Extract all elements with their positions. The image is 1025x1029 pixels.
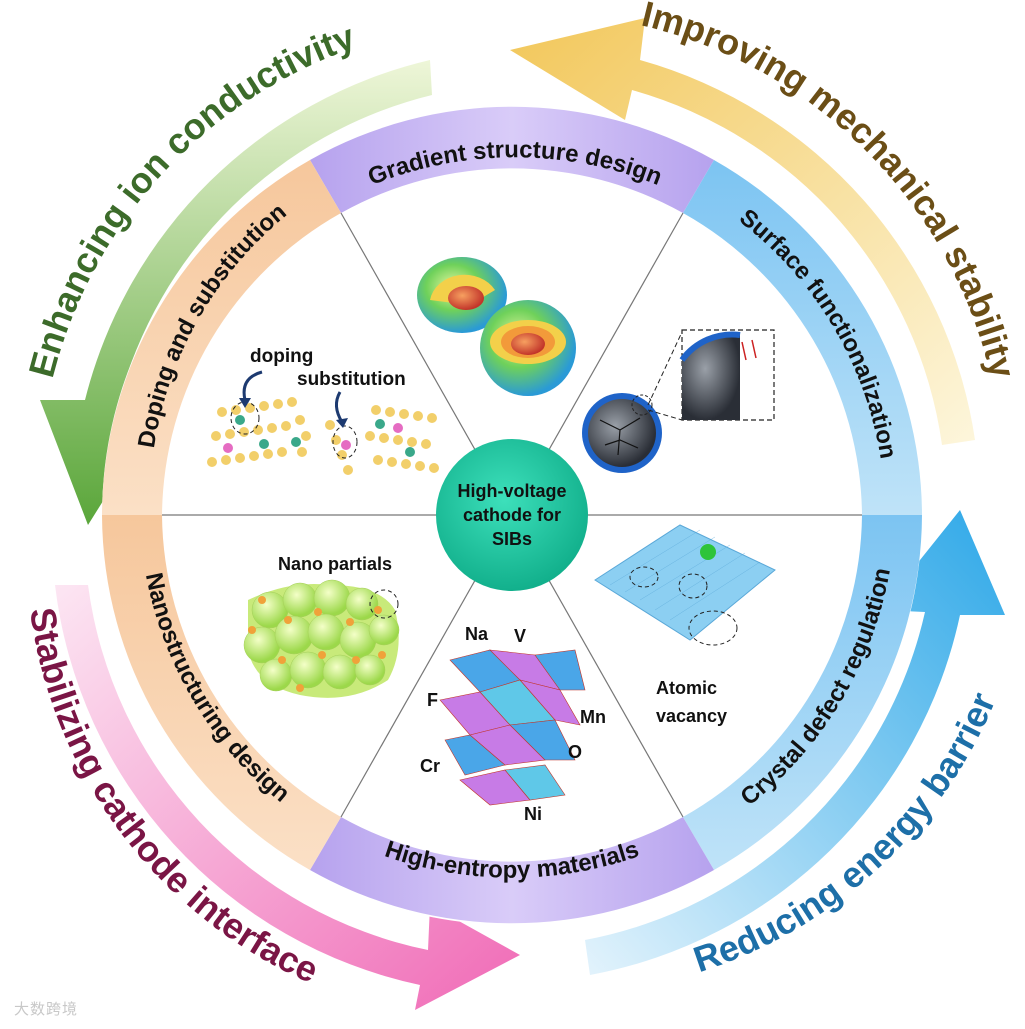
- segment-doping-band: [102, 160, 341, 515]
- element-o: O: [568, 742, 582, 762]
- element-labels: Na V F Mn O Cr Ni: [420, 624, 606, 824]
- segment-nano-band: [102, 515, 341, 870]
- segment-surface-band: [683, 160, 922, 515]
- doping-chains-illustration: [207, 370, 439, 475]
- element-cr: Cr: [420, 756, 440, 776]
- arrow-mechanical-stability: [510, 18, 975, 445]
- element-mn: Mn: [580, 707, 606, 727]
- element-v: V: [514, 626, 526, 646]
- element-na: Na: [465, 624, 489, 644]
- center-hub: High-voltage cathode for SIBs: [436, 439, 588, 591]
- segment-gradient-band: [310, 106, 714, 213]
- annotation-nano-partials: Nano partials: [278, 554, 392, 574]
- center-title-line3: SIBs: [492, 529, 532, 549]
- annotation-vacancy: vacancy: [656, 706, 727, 726]
- gradient-spheres-illustration: [417, 257, 576, 396]
- element-ni: Ni: [524, 804, 542, 824]
- annotation-substitution: substitution: [297, 369, 406, 390]
- defect-sheet-illustration: [594, 524, 776, 646]
- segment-entropy-band: [310, 817, 714, 924]
- arrow-cathode-interface: [55, 585, 520, 1010]
- element-f: F: [427, 690, 438, 710]
- watermark: 大数跨境: [14, 1000, 79, 1018]
- segment-defect-band: [683, 515, 922, 870]
- center-title-line2: cathode for: [463, 505, 561, 525]
- surface-coating-illustration: [582, 329, 775, 473]
- high-entropy-lattice-illustration: [439, 649, 586, 806]
- center-title-line1: High-voltage: [457, 481, 566, 501]
- arrow-energy-barrier: [585, 510, 1005, 975]
- annotation-atomic: Atomic: [656, 678, 717, 698]
- annotation-doping: doping: [250, 346, 313, 367]
- nano-particles-illustration: [243, 579, 400, 698]
